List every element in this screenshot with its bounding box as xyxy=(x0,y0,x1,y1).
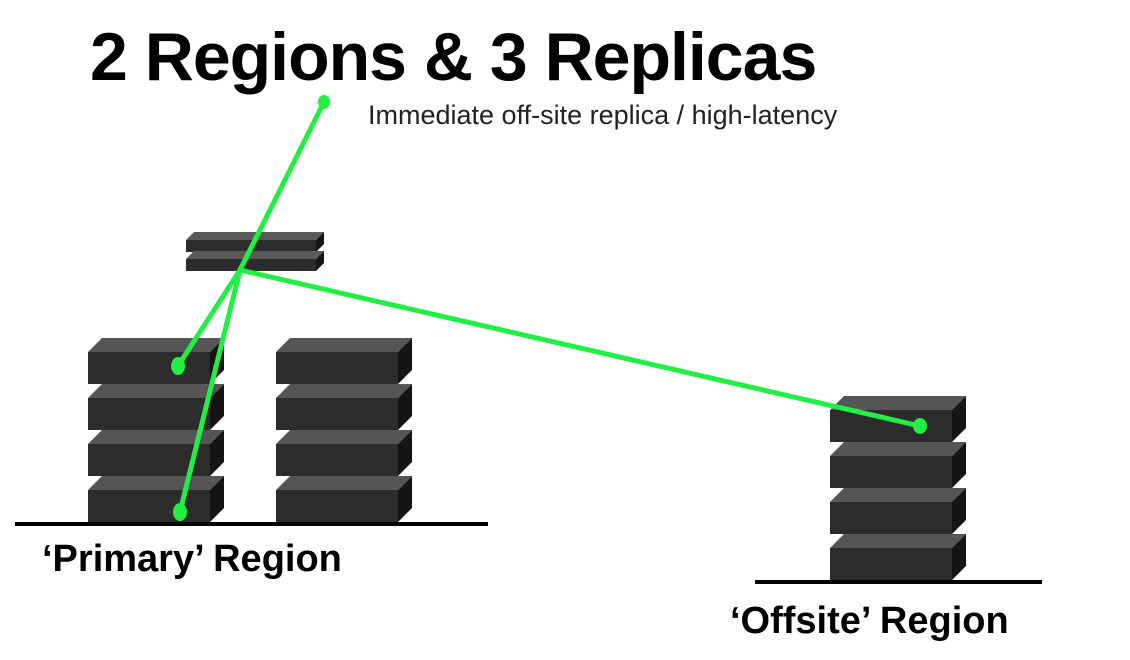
link-endpoints xyxy=(171,95,927,521)
offsite-stack xyxy=(830,396,966,580)
link-to-offsite xyxy=(237,267,923,429)
link-to-primary-bottom xyxy=(177,267,243,515)
endpoint-primary-top xyxy=(171,357,185,375)
primary-region-label: ‘Primary’ Region xyxy=(42,538,342,580)
primary-stack-a xyxy=(88,338,224,522)
endpoint-subtitle xyxy=(318,95,330,109)
replication-links xyxy=(175,99,923,515)
link-to-subtitle xyxy=(237,99,327,273)
offsite-region-label: ‘Offsite’ Region xyxy=(730,600,1009,642)
link-to-primary-top xyxy=(175,267,243,369)
diagram-title: 2 Regions & 3 Replicas xyxy=(90,19,817,95)
endpoint-primary-bottom xyxy=(173,503,187,521)
endpoint-offsite xyxy=(913,418,927,434)
primary-stack-b xyxy=(276,338,412,522)
diagram-subtitle: Immediate off-site replica / high-latenc… xyxy=(368,100,838,130)
